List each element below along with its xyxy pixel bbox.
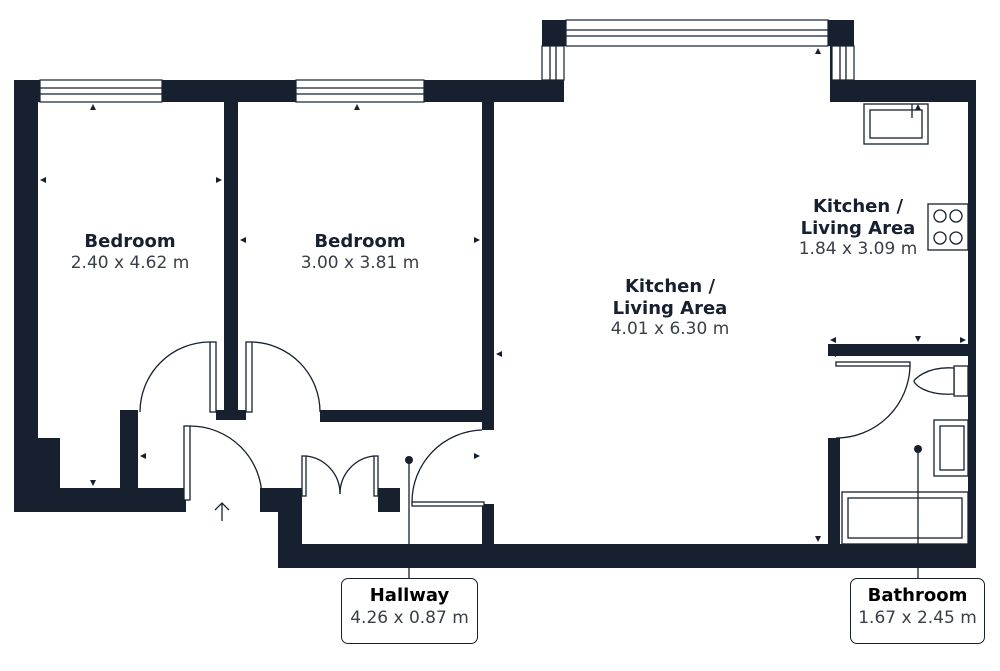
entrance-arrow-icon [214, 502, 230, 521]
living-left-wall [482, 100, 494, 430]
hob-icon [927, 203, 969, 251]
kitchen-small-dims: 1.84 x 3.09 m [798, 239, 918, 260]
bedroom1-door [209, 341, 217, 413]
hall-closet-wall [120, 410, 138, 490]
doors [139, 341, 911, 507]
bedroom1-dims: 2.40 x 4.62 m [70, 252, 190, 273]
window-bedroom1 [39, 79, 163, 103]
partition-foot [216, 410, 246, 420]
window-bay-right [831, 45, 855, 81]
kitchen-small-name-line2: Living Area [800, 217, 916, 239]
cupboard-door-left [301, 455, 307, 497]
bedroom2-dims: 3.00 x 3.81 m [300, 252, 420, 273]
hallway-name: Hallway [369, 585, 450, 606]
bathroom-name: Bathroom [867, 585, 968, 606]
bedroom1-name: Bedroom [84, 231, 176, 252]
kitchen-main-name-line2: Living Area [612, 297, 728, 319]
bathroom-top-wall [828, 344, 970, 356]
bedroom2-name: Bedroom [314, 231, 406, 252]
toilet-icon [913, 365, 969, 397]
kitchen-small-name-line1: Kitchen / [812, 196, 904, 217]
basin-icon [933, 419, 969, 477]
windows [39, 19, 855, 103]
sink-icon [863, 103, 929, 145]
bathroom-dims: 1.67 x 2.45 m [858, 607, 977, 628]
fixtures [841, 103, 969, 545]
bathroom-door [835, 361, 911, 367]
hallway-callout: Hallway 4.26 x 0.87 m [341, 578, 478, 644]
bedroom1-label: Bedroom 2.40 x 4.62 m [50, 231, 210, 273]
kitchen-main-label: Kitchen / Living Area 4.01 x 6.30 m [580, 276, 760, 340]
cupboard-door-right [373, 455, 379, 497]
bottom-wall [278, 544, 970, 568]
kitchen-main-name-line1: Kitchen / [624, 276, 716, 297]
bathtub-icon [841, 491, 969, 545]
cupboard-wall [378, 488, 400, 512]
top-wall-right [830, 80, 972, 102]
bathroom-left-wall [828, 438, 840, 568]
hallway-dims: 4.26 x 0.87 m [350, 607, 469, 628]
entrance-door [183, 425, 191, 501]
bathroom-callout: Bathroom 1.67 x 2.45 m [850, 578, 985, 644]
bottom-wall-left [14, 488, 186, 512]
window-bay-top [565, 19, 829, 47]
callout-leaders [405, 445, 922, 578]
bedroom2-door [245, 341, 253, 413]
left-wall [14, 80, 38, 510]
window-bay-left [541, 45, 565, 81]
bedroom2-bottom-wall [320, 410, 494, 422]
dimension-ticks [40, 48, 966, 542]
living-door [411, 501, 485, 507]
window-bedroom2 [295, 79, 425, 103]
kitchen-main-dims: 4.01 x 6.30 m [610, 319, 730, 340]
bedroom2-label: Bedroom 3.00 x 3.81 m [280, 231, 440, 273]
kitchen-small-label: Kitchen / Living Area 1.84 x 3.09 m [778, 196, 938, 260]
bedroom-partition [224, 100, 238, 418]
living-left-wall-lower [482, 504, 494, 568]
right-wall [968, 80, 976, 568]
